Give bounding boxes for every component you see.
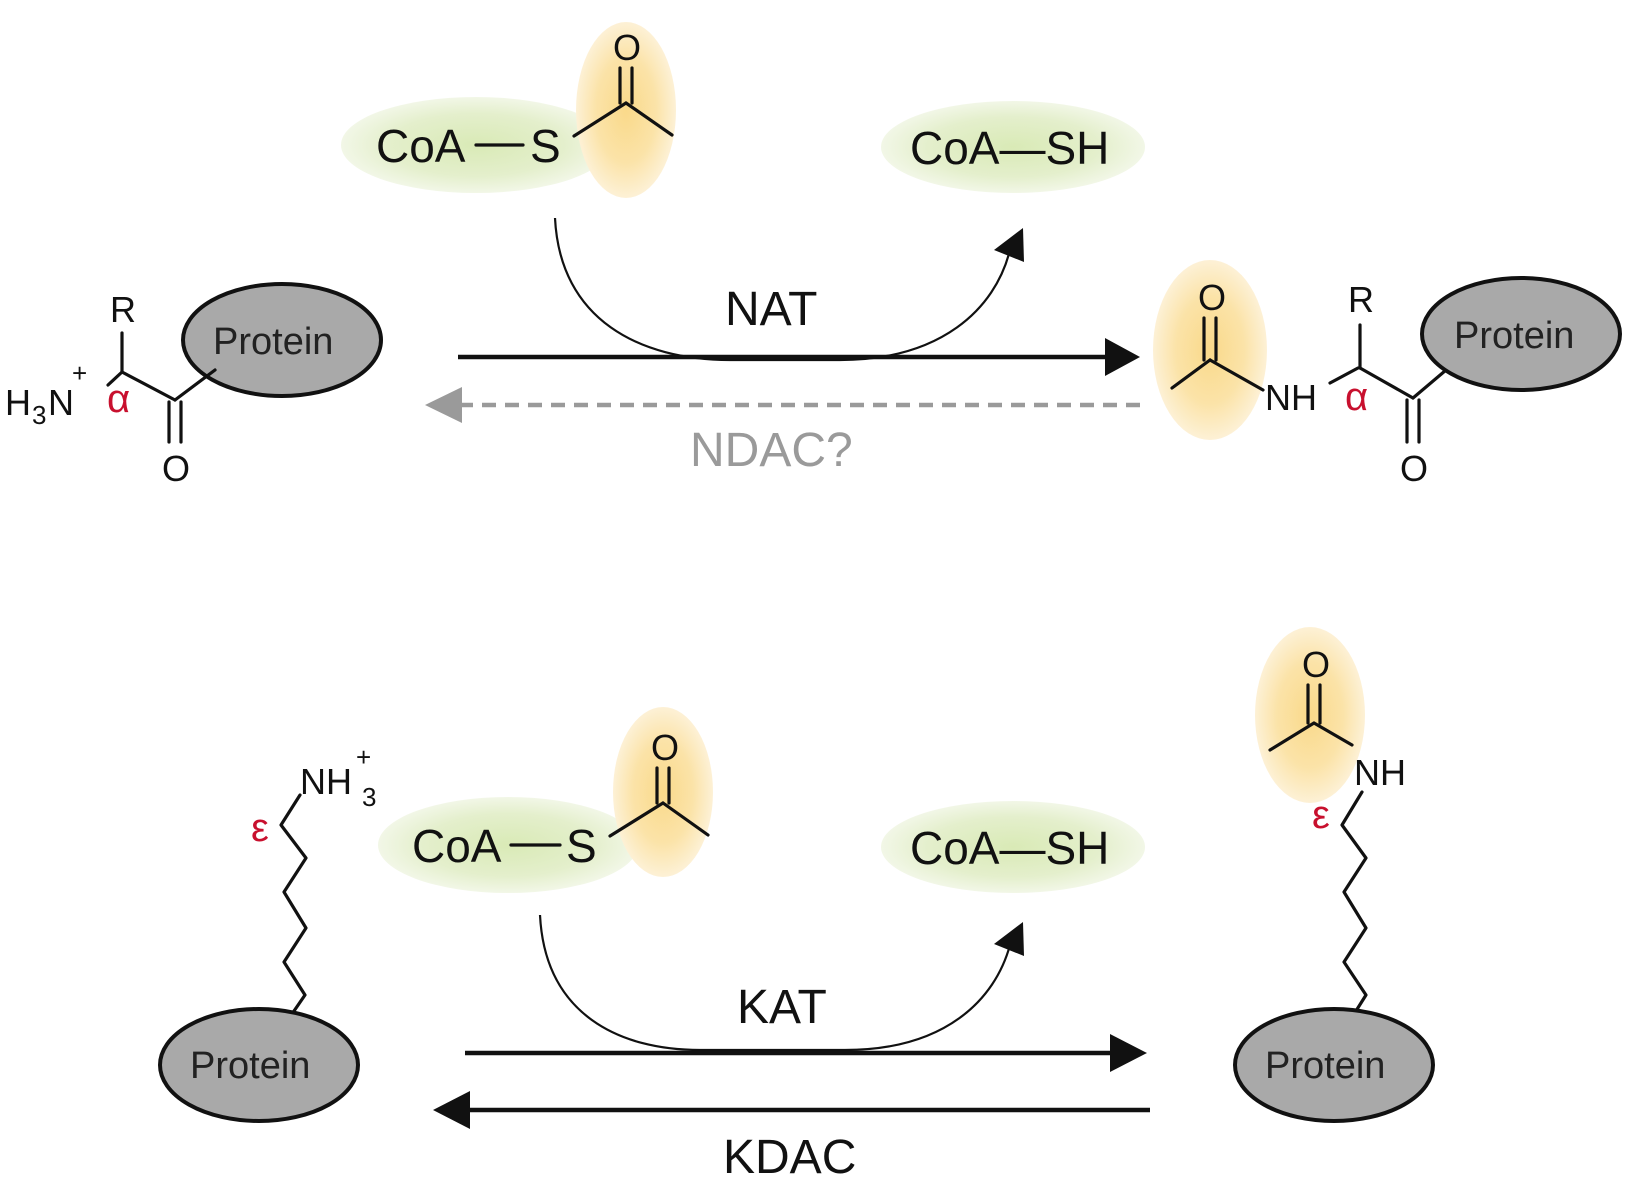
amine-h-label: H [5, 382, 31, 423]
coa-sh-label: CoA—SH [910, 122, 1109, 174]
coa-highlight [378, 797, 638, 893]
top-product: O NH R O α Protein [1153, 260, 1622, 489]
oxygen-label: O [613, 27, 641, 68]
coa-sh-top: CoA—SH [881, 101, 1145, 193]
kdac-label: KDAC [723, 1131, 856, 1184]
lysine-side-chain [1340, 790, 1368, 1032]
acetyl-highlight [1153, 260, 1267, 440]
coa-label: CoA [376, 120, 466, 172]
carbonyl-oxygen-label: O [1400, 448, 1428, 489]
sulfur-label: S [566, 820, 597, 872]
carbonyl-oxygen-label: O [162, 448, 190, 489]
sulfur-label: S [530, 120, 561, 172]
amine-subscript: 3 [32, 400, 46, 430]
acetyl-highlight [613, 707, 713, 877]
lysine-side-chain [279, 793, 308, 1029]
amide-nh-label: NH [1354, 752, 1406, 793]
protein-label: Protein [190, 1045, 310, 1087]
protein-label: Protein [213, 321, 333, 363]
acetyl-oxygen-label: O [1198, 277, 1226, 318]
epsilon-label: ε [251, 806, 269, 850]
cofactor-curve-arrow [538, 914, 1012, 1052]
r-group-label: R [110, 289, 136, 330]
acetyl-coa-bottom: CoA S O [378, 707, 713, 893]
protein-node [1233, 1007, 1435, 1123]
coa-sh-label: CoA—SH [910, 822, 1109, 874]
coa-sh-highlight [881, 101, 1145, 193]
cofactor-arrowhead [994, 228, 1024, 262]
ndac-label: NDAC? [690, 424, 853, 477]
bottom-product: O NH ε Protein [1233, 627, 1435, 1123]
r-group-label: R [1348, 279, 1374, 320]
amine-plus-label: + [72, 358, 87, 388]
reverse-arrowhead-ndac [425, 387, 462, 423]
acetyl-highlight [1255, 627, 1365, 803]
top-reaction: CoA S O CoA—SH NAT NDAC? Protein R [5, 22, 1622, 489]
bottom-substrate: NH 3 + ε Protein [158, 742, 376, 1123]
alpha-label: α [1345, 375, 1368, 419]
bottom-reaction: CoA S O CoA—SH KAT KDAC NH 3 + [158, 627, 1435, 1184]
protein-node [158, 1007, 360, 1123]
nat-label: NAT [725, 283, 817, 336]
amine-subscript: 3 [362, 782, 376, 812]
acetyl-coa-top: CoA S O [341, 22, 676, 198]
alpha-label: α [107, 377, 130, 421]
epsilon-label: ε [1312, 793, 1330, 837]
coa-sh-bottom: CoA—SH [881, 801, 1145, 893]
acetyl-highlight [576, 22, 676, 198]
coa-label: CoA [412, 820, 502, 872]
forward-arrowhead-nat [1105, 338, 1140, 376]
amine-plus-label: + [356, 742, 371, 772]
oxygen-label: O [651, 727, 679, 768]
forward-arrowhead-kat [1110, 1034, 1147, 1072]
protein-label: Protein [1265, 1045, 1385, 1087]
protein-node [1420, 276, 1622, 392]
reverse-arrowhead-kdac [433, 1091, 470, 1129]
amine-nh-label: NH [300, 761, 352, 802]
protein-label: Protein [1454, 315, 1574, 357]
coa-sh-highlight [881, 801, 1145, 893]
amide-nh-label: NH [1265, 377, 1317, 418]
kat-label: KAT [737, 981, 827, 1034]
acetyl-oxygen-label: O [1302, 644, 1330, 685]
amine-n-label: N [48, 382, 74, 423]
top-substrate: Protein R O α H 3 N + [5, 282, 383, 489]
cofactor-arrowhead [994, 922, 1024, 956]
protein-node [181, 282, 383, 398]
